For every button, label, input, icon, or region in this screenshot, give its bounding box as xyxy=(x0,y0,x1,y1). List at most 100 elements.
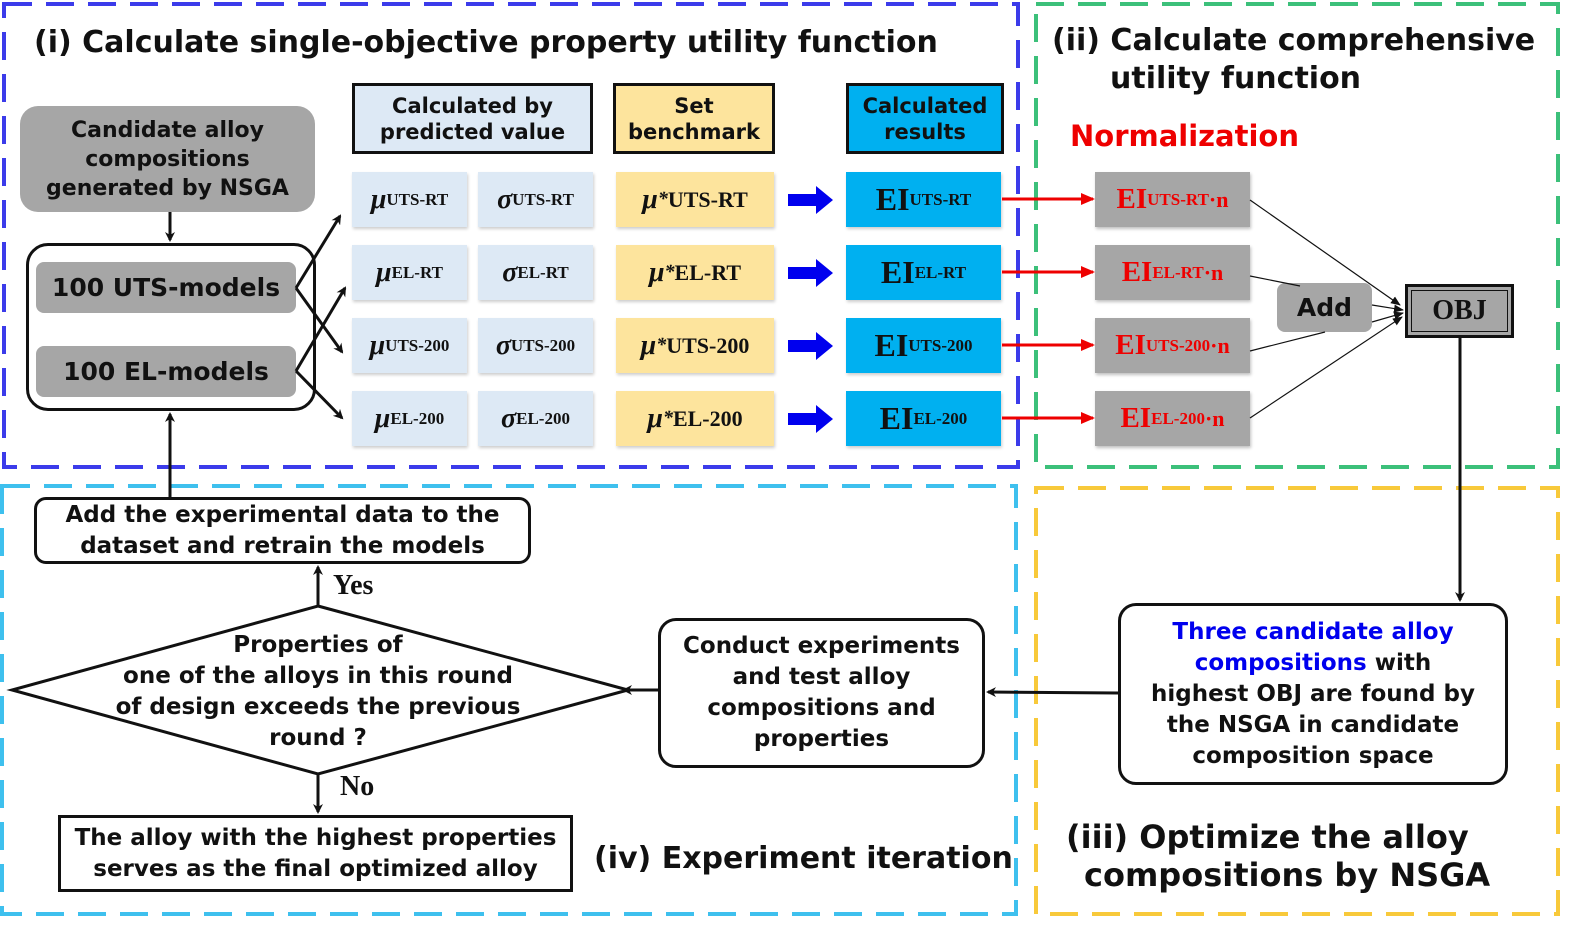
line-el-200-to-obj xyxy=(1249,316,1403,419)
final-line1: The alloy with the highest properties xyxy=(74,824,557,851)
ei-subscript: UTS-200 xyxy=(908,335,973,355)
ei-norm-symbol: EI xyxy=(1116,183,1148,215)
decision-line1: Properties of xyxy=(233,632,403,658)
benchmark-cell: μ*EL-200 xyxy=(616,391,774,446)
star-mark: * xyxy=(664,261,675,283)
sigma-subscript: UTS-RT xyxy=(512,189,574,209)
star-mark: * xyxy=(657,188,668,210)
candidate-line1: Candidate alloy xyxy=(70,117,264,143)
mu-symbol: μ xyxy=(369,329,386,361)
nsga-highlight-line1: Three candidate alloy xyxy=(1172,618,1454,645)
nsga-line3: highest OBJ are found by xyxy=(1151,680,1475,707)
nsga-result-box: Three candidate alloy compositions with … xyxy=(1118,603,1508,785)
experiment-line1: Conduct experiments xyxy=(683,633,960,659)
ei-subscript: UTS-RT xyxy=(909,189,972,209)
decision-line3: of design exceeds the previous xyxy=(115,694,521,720)
benchmark-subscript: UTS-200 xyxy=(666,332,750,358)
benchmark-subscript: UTS-RT xyxy=(667,186,748,212)
mu-star-symbol: μ xyxy=(642,183,658,215)
line-el-rt-to-add xyxy=(1249,275,1301,287)
candidate-compositions-box: Candidate alloy compositions generated b… xyxy=(20,106,315,212)
ei-symbol: EI xyxy=(880,254,915,290)
el-models-box: 100 EL-models xyxy=(36,346,296,397)
mu-symbol: μ xyxy=(370,183,387,215)
header-benchmark-line2: benchmark xyxy=(628,119,760,144)
mu-symbol: μ xyxy=(376,256,392,288)
section-i-frame xyxy=(2,2,1020,469)
benchmark-subscript: EL-RT xyxy=(674,259,742,285)
section-ii-frame xyxy=(1034,2,1560,469)
section-iv-title: (iv) Experiment iteration xyxy=(594,841,1013,876)
line-uts-200-to-add xyxy=(1249,331,1326,352)
benchmark-cell: μ*UTS-RT xyxy=(616,172,774,227)
blue-arrow-icon xyxy=(788,405,833,433)
header-set-benchmark: Set benchmark xyxy=(613,83,775,154)
ei-norm-symbol: EI xyxy=(1115,329,1146,361)
sigma-symbol: σ xyxy=(497,183,513,215)
section-iv-frame xyxy=(0,484,1018,916)
star-mark: * xyxy=(656,334,667,356)
ei-subscript: EL-RT xyxy=(914,262,967,282)
nsga-line2-rest: with xyxy=(1366,649,1432,676)
arrow-uts-to-uts-rt xyxy=(294,214,342,289)
nsga-line5: composition space xyxy=(1192,742,1434,769)
sigma-symbol: σ xyxy=(501,402,517,434)
sigma-symbol: σ xyxy=(502,256,518,288)
sigma-subscript: EL-200 xyxy=(516,408,570,428)
add-box: Add xyxy=(1277,283,1372,332)
candidate-line2: compositions xyxy=(85,146,250,172)
norm-suffix: ·n xyxy=(1203,259,1224,285)
header-predicted-line2: predicted value xyxy=(379,119,566,144)
normalization-arrows xyxy=(1002,193,1095,424)
yes-label: Yes xyxy=(333,570,374,601)
ei-subscript: EL-200 xyxy=(913,408,968,428)
sigma-subscript: UTS-200 xyxy=(510,335,576,355)
ei-norm-symbol: EI xyxy=(1120,402,1152,434)
benchmark-subscript: EL-200 xyxy=(672,405,743,431)
retrain-line1: Add the experimental data to the xyxy=(65,501,500,528)
decision-line4: round ? xyxy=(269,725,367,751)
arrow-el-to-el-200 xyxy=(294,369,344,420)
experiment-line4: properties xyxy=(753,726,890,752)
ei-norm-subscript: UTS-RT xyxy=(1147,189,1209,209)
section-i-title: (i) Calculate single-objective property … xyxy=(34,25,938,60)
mu-star-symbol: μ xyxy=(640,329,657,361)
star-mark: * xyxy=(662,407,673,429)
experiment-line3: compositions and xyxy=(707,695,936,721)
section-iii-title-line1: (iii) Optimize the alloy xyxy=(1066,818,1469,856)
ei-norm-subscript: UTS-200 xyxy=(1145,335,1211,355)
mu-star-symbol: μ xyxy=(648,256,665,288)
blue-arrow-icon xyxy=(788,332,833,360)
norm-suffix: ·n xyxy=(1204,405,1225,431)
no-label: No xyxy=(340,771,375,802)
section-iii-title-line2: compositions by NSGA xyxy=(1084,856,1491,894)
header-predicted-value: Calculated by predicted value xyxy=(352,83,593,154)
experiment-line2: and test alloy xyxy=(732,664,911,690)
norm-suffix: ·n xyxy=(1210,332,1230,358)
normalization-label: Normalization xyxy=(1070,119,1299,153)
section-ii-title-line1: (ii) Calculate comprehensive xyxy=(1052,23,1536,58)
final-alloy-box: The alloy with the highest properties se… xyxy=(58,815,573,892)
header-results-line2: results xyxy=(884,119,966,144)
header-benchmark-line1: Set xyxy=(674,93,714,118)
header-predicted-line1: Calculated by xyxy=(392,93,553,118)
line-add-to-obj-1 xyxy=(1371,304,1404,313)
obj-box: OBJ xyxy=(1405,284,1514,338)
uts-models-box: 100 UTS-models xyxy=(36,262,296,313)
sigma-symbol: σ xyxy=(495,329,511,361)
line-uts-rt-to-obj xyxy=(1249,199,1401,306)
blue-arrow-icon xyxy=(788,186,833,214)
ei-norm-subscript: EL-200 xyxy=(1151,408,1205,428)
